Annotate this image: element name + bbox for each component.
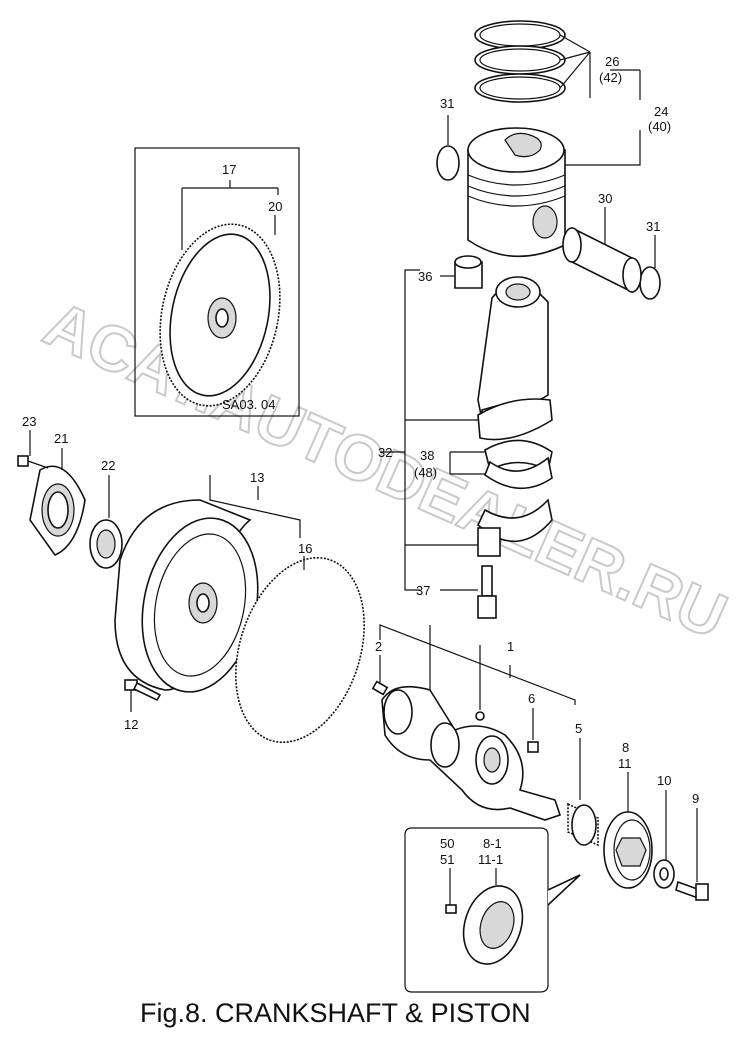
- leader-lines: [29, 34, 698, 905]
- label-16: 16: [298, 541, 312, 556]
- label-38: 38: [420, 448, 434, 463]
- label-8: 8: [622, 740, 629, 755]
- label-31a: 31: [440, 96, 454, 111]
- oil-seal-housing: [29, 465, 86, 556]
- crank-gear: [567, 802, 599, 847]
- label-32: 32: [378, 445, 392, 460]
- flywheel-bolt: [124, 679, 162, 702]
- label-20: 20: [268, 199, 282, 214]
- label-31b: 31: [646, 219, 660, 234]
- pulley-bolt: [675, 880, 709, 901]
- connecting-rod: [454, 255, 553, 441]
- label-1: 1: [507, 639, 514, 654]
- label-51: 51: [440, 852, 454, 867]
- label-37: 37: [416, 583, 430, 598]
- label-26: 26: [605, 54, 619, 69]
- label-13: 13: [250, 470, 264, 485]
- circlip-upper: [436, 145, 460, 181]
- crankshaft: [381, 685, 562, 821]
- flywheel: [114, 499, 259, 693]
- piston-pin: [562, 226, 642, 294]
- label-11-1: 11-1: [478, 852, 503, 867]
- flywheel-ring-gear: [159, 223, 281, 407]
- label-12: 12: [124, 717, 138, 732]
- label-36: 36: [418, 269, 432, 284]
- crank-pulley: [603, 811, 653, 889]
- label-23: 23: [22, 414, 36, 429]
- label-38b: (48): [414, 465, 437, 480]
- key-2: [371, 680, 389, 696]
- label-17: 17: [222, 162, 236, 177]
- piston: [467, 127, 566, 258]
- label-10: 10: [657, 773, 671, 788]
- flywheel-inset-frame: [134, 147, 300, 417]
- label-11: 11: [618, 756, 632, 771]
- label-5: 5: [575, 721, 582, 736]
- label-8-1: 8-1: [483, 836, 502, 851]
- oil-ball: [475, 711, 485, 721]
- ring-gear: [235, 556, 365, 744]
- bolt-23: [17, 455, 49, 469]
- piston-rings: [474, 20, 566, 103]
- oil-seal-22: [89, 519, 123, 569]
- figure-caption: Fig.8. CRANKSHAFT & PISTON: [140, 998, 531, 1028]
- plug-6: [527, 741, 539, 753]
- label-9: 9: [692, 791, 699, 806]
- rod-cap: [477, 498, 553, 557]
- label-6: 6: [528, 691, 535, 706]
- label-24b: (40): [648, 119, 671, 134]
- label-30: 30: [598, 191, 612, 206]
- circlip-lower: [639, 266, 661, 300]
- bearing-shells: [484, 439, 553, 490]
- label-inset-code: SA03. 04: [222, 397, 276, 412]
- label-22: 22: [101, 458, 115, 473]
- washer: [653, 859, 675, 889]
- label-2: 2: [375, 639, 382, 654]
- part-labels: 26 (42) 24 (40) 31 30 31 36 32 38 (48) 3…: [22, 54, 699, 867]
- label-24: 24: [654, 104, 668, 119]
- pulley-inset: [404, 827, 581, 993]
- label-21: 21: [54, 431, 68, 446]
- label-50: 50: [440, 836, 454, 851]
- rod-bolt: [477, 565, 497, 619]
- label-26b: (42): [599, 70, 622, 85]
